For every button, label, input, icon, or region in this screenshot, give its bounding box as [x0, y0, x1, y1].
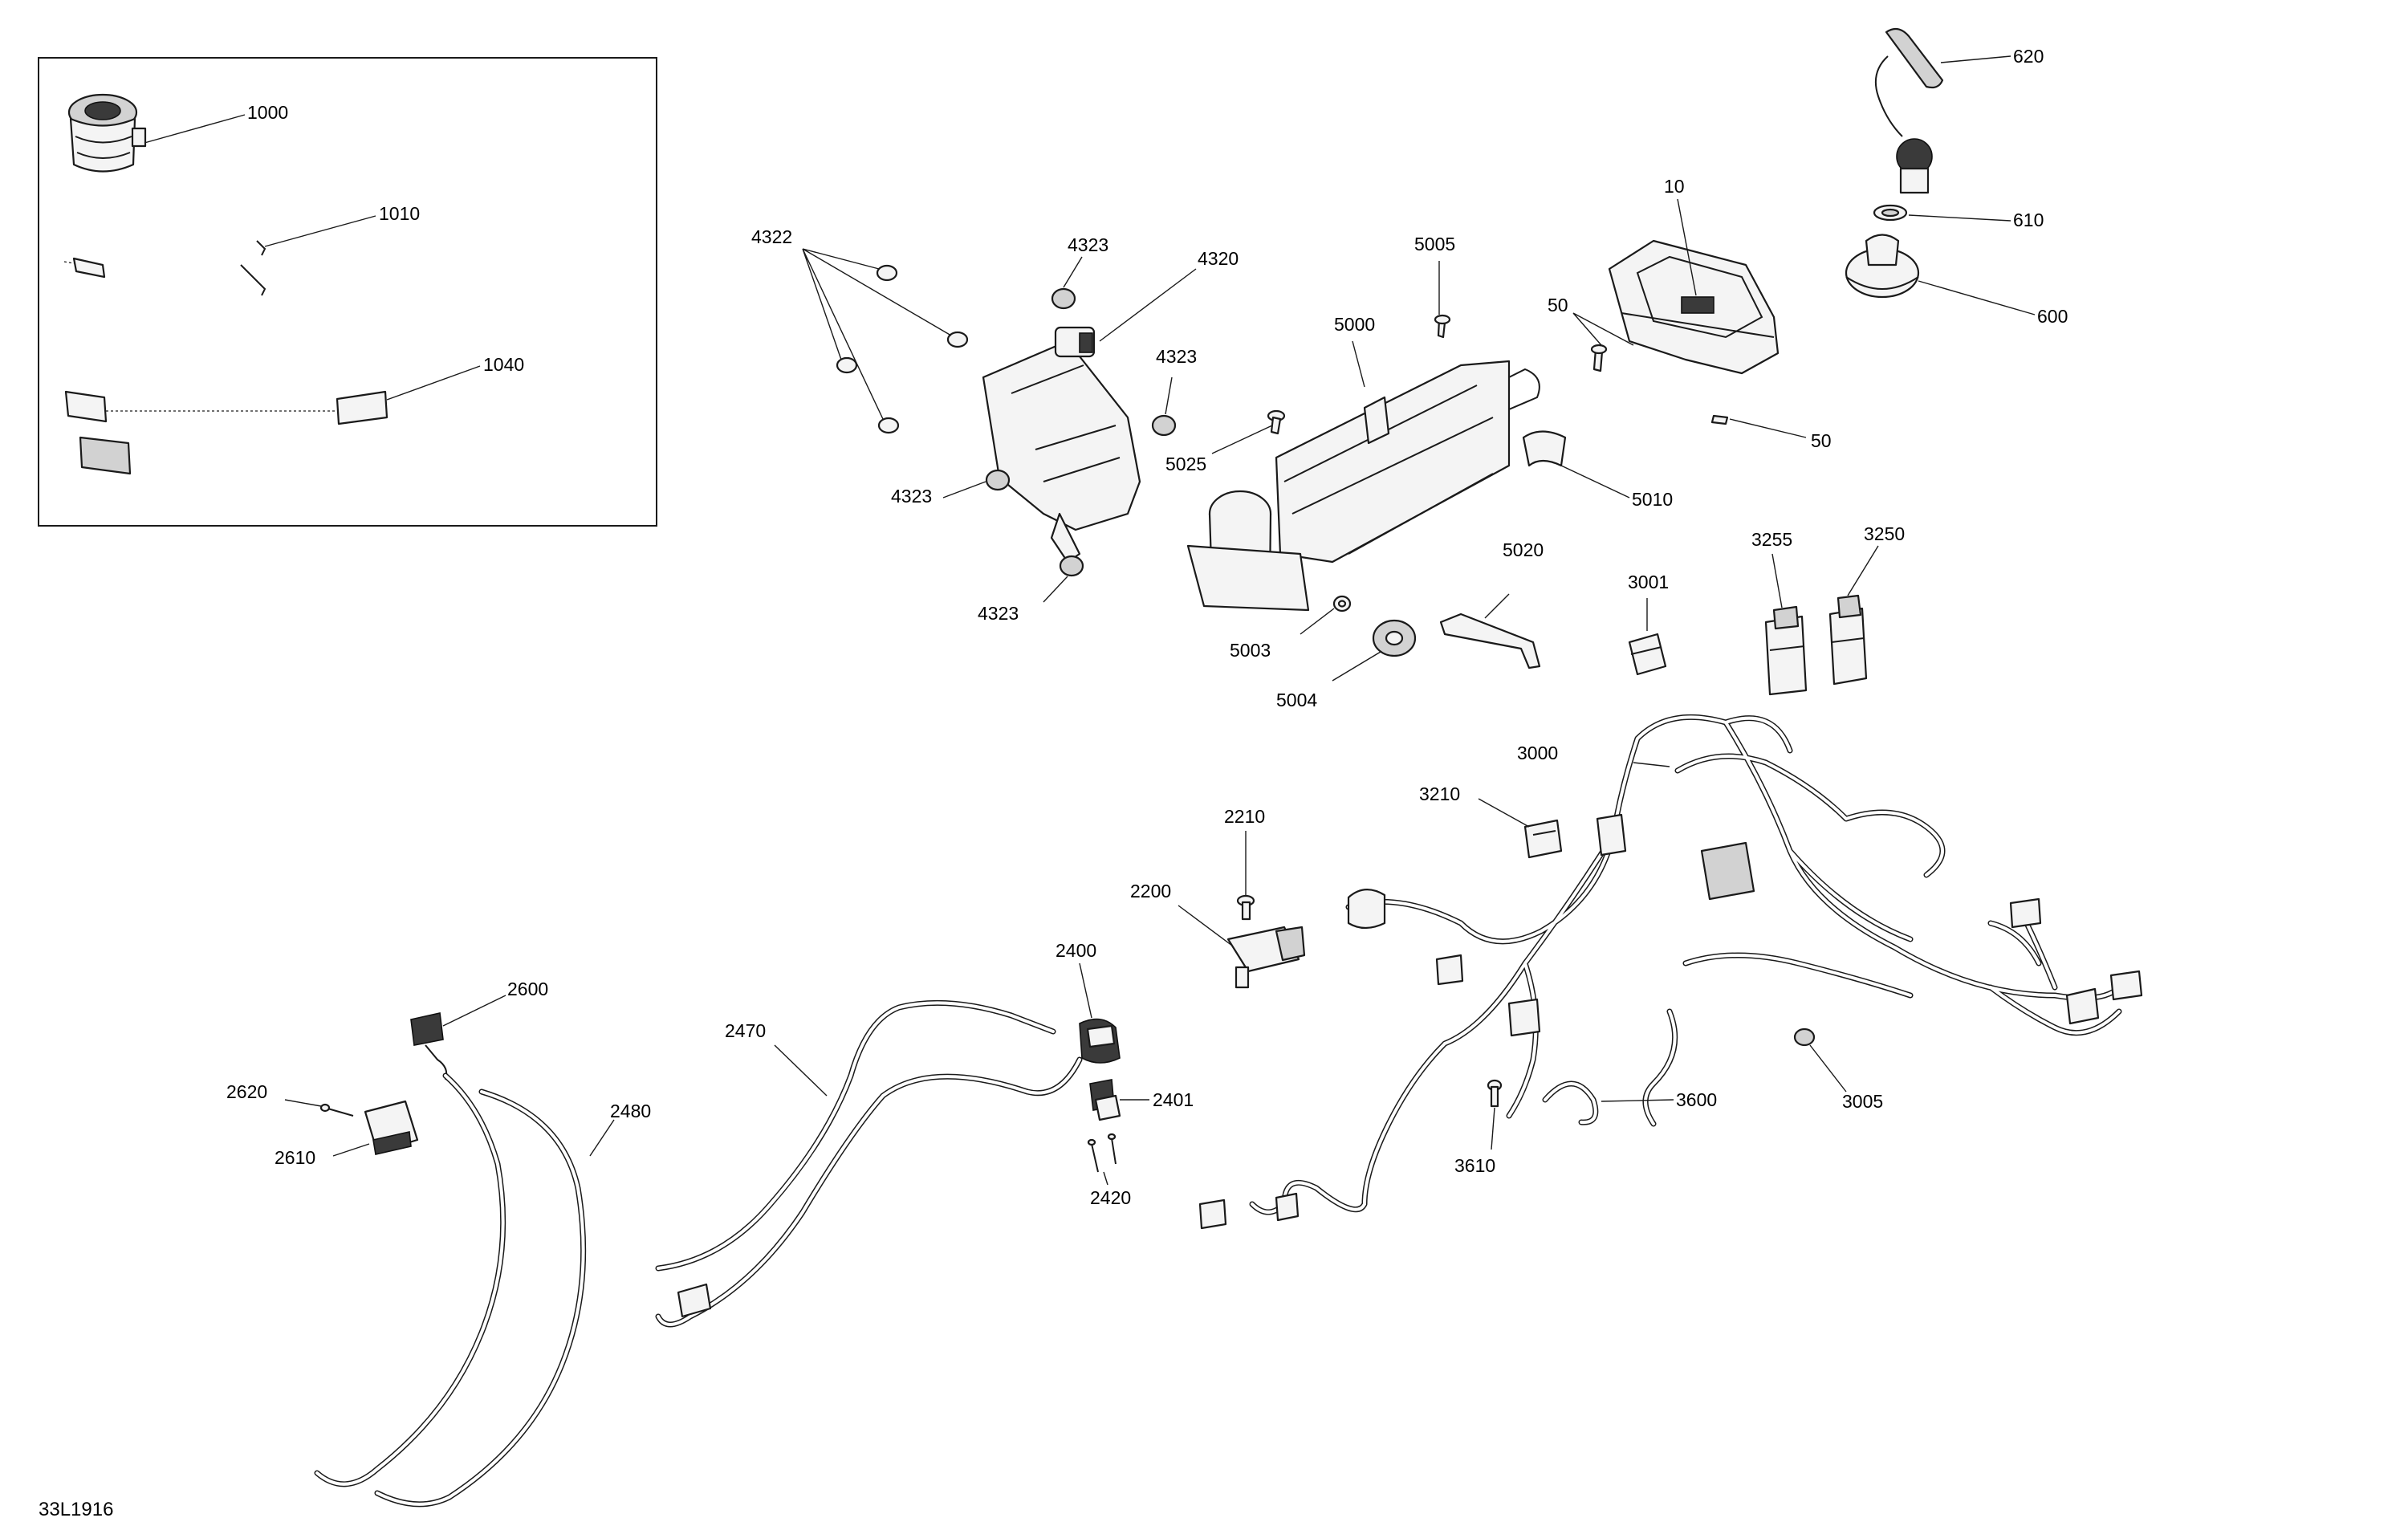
part-2210-screw: [1236, 894, 1255, 921]
callout-2470: 2470: [725, 1020, 766, 1041]
callout-620: 620: [2013, 46, 2044, 67]
part-3250-switch: [1828, 594, 1868, 686]
callout-2610: 2610: [275, 1147, 315, 1168]
callout-1040: 1040: [483, 354, 524, 375]
callout-4323-right: 4323: [1156, 346, 1197, 367]
part-3005-clip: [1793, 1028, 1816, 1047]
callout-5004: 5004: [1276, 690, 1317, 710]
part-5000-fuse-box: [1186, 360, 1540, 612]
callout-2480: 2480: [610, 1101, 651, 1121]
callout-2210: 2210: [1224, 806, 1265, 827]
callout-3610: 3610: [1454, 1155, 1495, 1176]
callout-3001: 3001: [1628, 572, 1669, 592]
part-5025-screw: [1267, 409, 1286, 435]
callout-5005: 5005: [1414, 234, 1455, 254]
callout-5000: 5000: [1334, 314, 1375, 335]
callout-3255: 3255: [1751, 529, 1792, 550]
callout-3210: 3210: [1419, 783, 1460, 804]
callout-3600: 3600: [1676, 1089, 1717, 1110]
part-2200-sensor: [1226, 926, 1306, 989]
part-1010-terminals: [63, 240, 266, 296]
callout-2200: 2200: [1130, 881, 1171, 901]
part-2480-harness: [314, 1072, 587, 1508]
callout-2600: 2600: [507, 979, 548, 999]
callout-3000: 3000: [1517, 743, 1558, 763]
part-3255-switch: [1764, 605, 1808, 696]
part-3610-screw: [1487, 1079, 1503, 1108]
callout-4323-bottom: 4323: [978, 603, 1019, 624]
part-10-display-cluster: [1608, 239, 1780, 375]
callout-3250: 3250: [1864, 523, 1905, 544]
part-3600-cable: [1542, 1080, 1599, 1125]
part-2600-connector: [410, 1012, 448, 1080]
callout-5020: 5020: [1503, 539, 1544, 560]
part-1000-power-outlet: [67, 93, 147, 173]
callout-600: 600: [2037, 306, 2068, 327]
callout-50-bottom: 50: [1811, 430, 1832, 451]
callout-1010: 1010: [379, 203, 420, 224]
part-2420-screws: [1087, 1133, 1117, 1173]
part-5020-bracket: [1439, 612, 1541, 669]
part-620-key: [1875, 27, 1944, 194]
callout-2401: 2401: [1153, 1089, 1194, 1110]
drawing-reference: 33L1916: [39, 1499, 113, 1520]
part-2400-switch: [1079, 1018, 1121, 1064]
callout-5010: 5010: [1632, 489, 1673, 510]
part-2620-screw: [319, 1103, 354, 1117]
callout-2420: 2420: [1090, 1187, 1131, 1208]
grommets-4322: [836, 264, 969, 434]
callout-2620: 2620: [226, 1081, 267, 1102]
part-2610-switch: [364, 1100, 419, 1155]
callout-610: 610: [2013, 210, 2044, 230]
callout-5025: 5025: [1165, 454, 1206, 474]
part-3000-main-harness: [1198, 714, 2143, 1230]
callout-1000: 1000: [247, 102, 288, 123]
callout-4322: 4322: [751, 226, 792, 247]
part-5010-cover-clip: [1522, 430, 1567, 467]
part-2401-bracket: [1089, 1079, 1121, 1121]
callout-50-top: 50: [1548, 295, 1568, 315]
part-600-ignition-switch: [1845, 234, 1920, 299]
callout-4323-left: 4323: [891, 486, 932, 507]
part-50-screws: [1590, 344, 1729, 425]
part-5003-washer: [1332, 595, 1352, 612]
callout-3005: 3005: [1842, 1091, 1883, 1112]
part-4320-module-bracket: [982, 326, 1141, 564]
part-610-ring: [1873, 204, 1908, 222]
part-3210-connector: [1523, 819, 1563, 859]
part-2470-harness: [655, 999, 1083, 1328]
callout-2400: 2400: [1056, 940, 1096, 961]
callout-10: 10: [1664, 176, 1685, 197]
callout-5003: 5003: [1230, 640, 1271, 661]
callout-4320: 4320: [1198, 248, 1239, 269]
part-3001-relay: [1628, 633, 1667, 676]
part-5004-grommet: [1372, 619, 1417, 657]
grommets-4323: [985, 287, 1177, 577]
accessory-inset-frame: [38, 57, 657, 527]
callout-4323-top: 4323: [1068, 234, 1108, 255]
part-5005-screw: [1434, 314, 1451, 339]
part-1040-connector-kit: [64, 390, 388, 475]
